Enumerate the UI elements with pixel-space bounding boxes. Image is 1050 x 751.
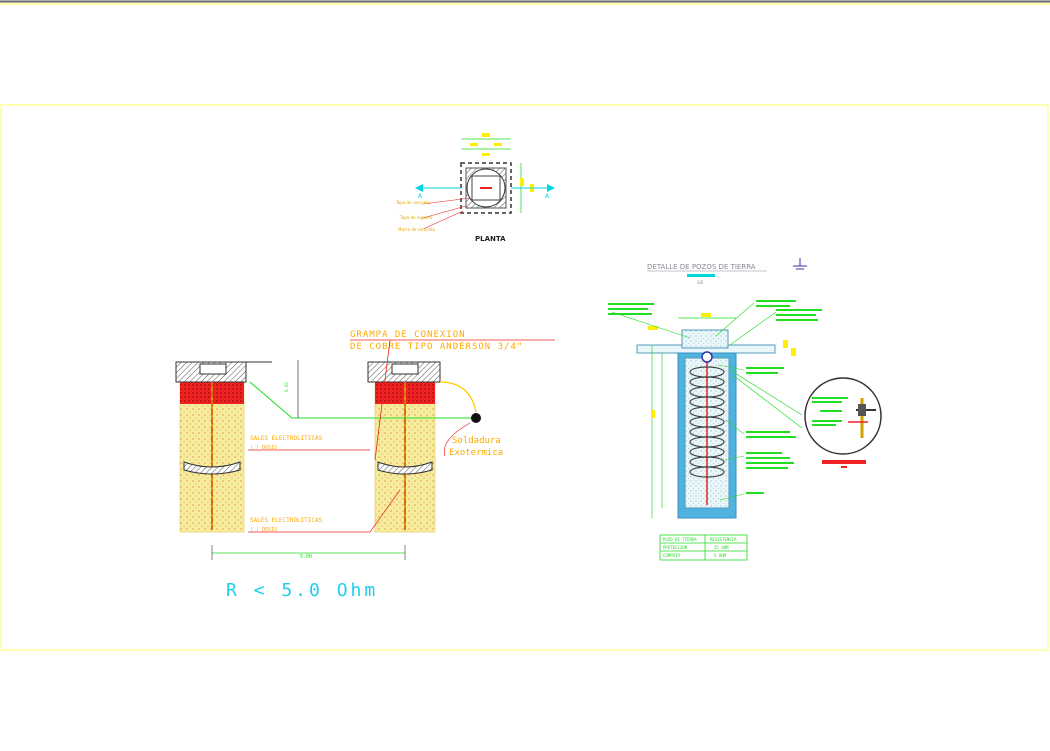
detail-title: DETALLE DE POZOS DE TIERRA [647,263,756,271]
table-row-2-label: COMPUTO [663,553,680,558]
table-row-2-value: 5 OHM [714,553,727,558]
clamp-title-line-2: DE COBRE TIPO ANDERSON 3/4" [350,342,523,352]
table-header-resistance: RESISTENCIA [710,537,737,542]
svg-text:0.50: 0.50 [284,382,289,392]
plan-view: A A Tapa de concreto Tapa de registro Ma… [395,133,555,243]
resistance-table: POZO DE TIERRA RESISTENCIA PROTECCION 25… [659,534,748,561]
weld-label-line-1: Soldadura [452,436,501,446]
section-mark-left: A [418,193,423,200]
salts-label-2: SALES ELECTROLITICAS [250,517,323,524]
resistance-note: R < 5.0 Ohm [226,580,378,601]
table-header-well: POZO DE TIERRA [663,537,697,542]
salts-label-2-sub: ( ) DOSIS [250,527,277,533]
detail-scale: S/E [697,280,704,285]
section-mark-right: A [545,193,550,200]
table-row-1-label: PROTECCION [663,545,688,550]
separation-dimension: 5.00 [300,554,312,560]
weld-label-line-2: Exotermica [449,448,503,458]
ground-well-detail: DETALLE DE POZOS DE TIERRA S/E [608,258,882,561]
two-wells-section: 0.50 GRAMPA DE CONEXION DE COBRE TIPO AN… [175,330,555,601]
plan-label-3: Marco de concreto [398,227,436,232]
salts-label-1: SALES ELECTROLITICAS [250,435,323,442]
plan-label-1: Tapa de concreto [395,200,431,205]
plan-title: PLANTA [475,235,506,243]
plan-label-2: Tapa de registro [399,215,433,220]
table-row-1-value: 25 OHM [714,545,729,550]
drawing-frame [0,104,1049,651]
clamp-title-line-1: GRAMPA DE CONEXION [350,330,466,340]
salts-label-1-sub: ( ) DOSIS [250,445,277,451]
